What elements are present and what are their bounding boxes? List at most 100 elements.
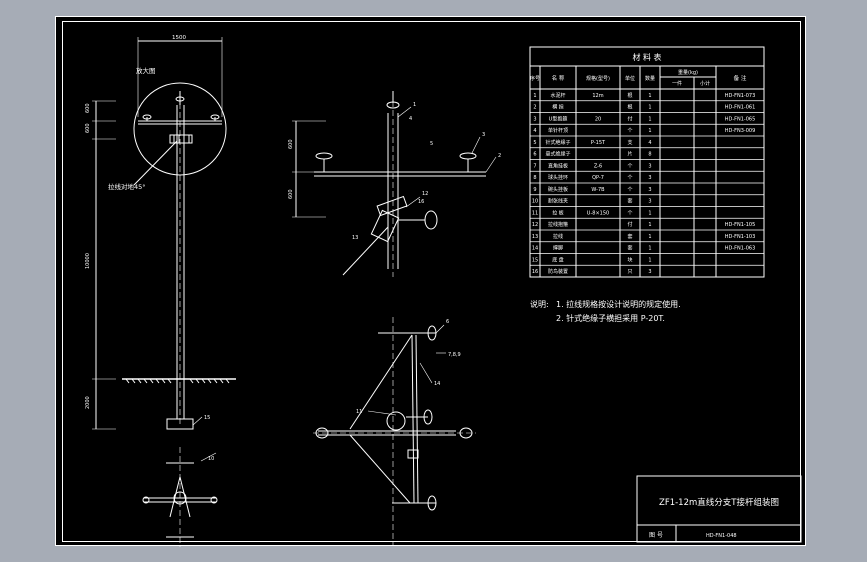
bom-cell-no: 16 xyxy=(532,269,538,275)
side-view xyxy=(292,91,497,277)
bom-header-w-total: 小计 xyxy=(700,80,710,87)
callout-7-8-9: 7,8,9 xyxy=(448,352,461,358)
bom-cell-name: 防鸟装置 xyxy=(548,268,568,275)
bom-cell-qty: 1 xyxy=(648,234,651,240)
bom-cell-spec: W-7B xyxy=(591,187,605,193)
dim-main: 10000 xyxy=(85,253,91,269)
bom-cell-qty: 3 xyxy=(648,269,651,275)
bom-cell-no: 12 xyxy=(532,222,538,228)
bom-cell-qty: 8 xyxy=(648,152,651,158)
callout-16: 16 xyxy=(418,199,424,205)
bom-cell-remark: HD-FN1-103 xyxy=(725,234,756,240)
bom-cell-no: 14 xyxy=(532,246,538,252)
callout-12: 12 xyxy=(422,191,428,197)
bom-cell-no: 6 xyxy=(533,152,536,158)
callout-4: 4 xyxy=(409,116,412,122)
bom-cell-remark: HD-FN3-009 xyxy=(725,128,756,134)
callout-11: 11 xyxy=(356,409,362,415)
callout-10: 10 xyxy=(208,456,214,462)
dim-side-b: 600 xyxy=(288,189,294,199)
bom-cell-unit: 个 xyxy=(627,163,632,169)
bom-cell-unit: 个 xyxy=(627,210,632,216)
bom-cell-qty: 3 xyxy=(648,175,651,181)
bom-cell-spec: 12m xyxy=(592,93,603,99)
bom-cell-no: 3 xyxy=(533,116,536,122)
bom-cell-remark: HD-FN1-063 xyxy=(725,246,756,252)
bom-cell-unit: 个 xyxy=(627,187,632,193)
callout-3: 3 xyxy=(482,132,485,138)
bom-cell-name: 直角挂板 xyxy=(548,162,568,169)
bom-cell-unit: 块 xyxy=(627,256,632,263)
bom-cell-spec: 20 xyxy=(595,116,601,122)
bom-cell-name: 水泥杆 xyxy=(550,92,565,99)
bom-cell-name: 针式绝缘子 xyxy=(545,139,570,146)
callout-15: 15 xyxy=(204,415,210,421)
pole-elevation xyxy=(92,37,236,430)
bom-cell-unit: 套 xyxy=(627,245,632,252)
bom-cell-unit: 支 xyxy=(627,139,632,146)
bom-cell-qty: 1 xyxy=(648,210,651,216)
bom-cell-spec: P-15T xyxy=(591,140,606,146)
bom-cell-name: 拉 板 xyxy=(552,209,564,216)
notes-prefix: 说明: xyxy=(530,299,549,309)
bom-cell-name: 悬式绝缘子 xyxy=(545,151,570,158)
bom-cell-qty: 3 xyxy=(648,187,651,193)
bom-header-seq: 序号 xyxy=(530,75,540,82)
bom-cell-remark: HD-FN1-073 xyxy=(725,93,756,99)
bom-cell-unit: 只 xyxy=(627,269,632,275)
detail-circle xyxy=(133,82,227,176)
bom-cell-no: 15 xyxy=(532,257,538,263)
note-2: 2. 针式绝缘子横担采用 P-20T. xyxy=(556,313,665,323)
callout-1: 1 xyxy=(413,102,416,108)
bom-cell-unit: 片 xyxy=(627,151,632,158)
bom-cell-no: 1 xyxy=(533,93,536,99)
bom-cell-no: 7 xyxy=(533,163,536,169)
bom-cell-qty: 1 xyxy=(648,246,651,252)
dim-b: 600 xyxy=(85,123,91,133)
dim-top: 1500 xyxy=(172,35,186,41)
bom-cell-qty: 3 xyxy=(648,163,651,169)
callout-14: 14 xyxy=(434,381,440,387)
bom-cell-spec: U-8×150 xyxy=(587,210,609,216)
bom-cell-qty: 3 xyxy=(648,199,651,205)
pole-plan-view xyxy=(142,447,218,547)
bom-cell-no: 8 xyxy=(533,175,536,181)
bom-cell-name: 耐张线夹 xyxy=(548,198,568,205)
bom-cell-name: 拉线抱箍 xyxy=(548,221,568,228)
bom-cell-qty: 4 xyxy=(648,140,651,146)
stay-angle-label: 拉线对地45° xyxy=(108,182,146,191)
bom-cell-unit: 个 xyxy=(627,175,632,181)
dim-ground: 2000 xyxy=(85,396,91,409)
bom-cell-name: 碗头挂板 xyxy=(548,186,568,193)
note-1: 1. 拉线规格按设计说明的规定使用. xyxy=(556,299,681,309)
callout-13: 13 xyxy=(352,235,358,241)
bom-cell-remark: HD-FN1-065 xyxy=(725,116,756,122)
assembly-drawing: 放大图 拉线对地45° 1500 600 600 10000 2000 600 … xyxy=(85,35,802,547)
callout-2: 2 xyxy=(498,153,501,159)
bom-cell-qty: 1 xyxy=(648,222,651,228)
bom-cell-unit: 付 xyxy=(627,115,632,122)
bom-header-w-single: 一件 xyxy=(672,80,682,87)
bom-cell-no: 2 xyxy=(533,105,536,111)
bom-header-remark: 备 注 xyxy=(734,74,747,82)
bom-header-name: 名 称 xyxy=(552,74,565,82)
drawing-frame xyxy=(62,21,801,542)
plan-view xyxy=(313,317,476,545)
drawing-no: HD-FN1-048 xyxy=(706,533,737,539)
bom-header-unit: 单位 xyxy=(625,75,635,82)
bom-cell-qty: 1 xyxy=(648,105,651,111)
bom-header-weight: 重量(kg) xyxy=(678,69,698,76)
bom-cell-name: 底 盘 xyxy=(552,256,564,263)
bom-cell-spec: QP-7 xyxy=(592,175,604,181)
bom-cell-qty: 1 xyxy=(648,116,651,122)
bom-row: 6 悬式绝缘子 片 8 xyxy=(533,151,651,158)
